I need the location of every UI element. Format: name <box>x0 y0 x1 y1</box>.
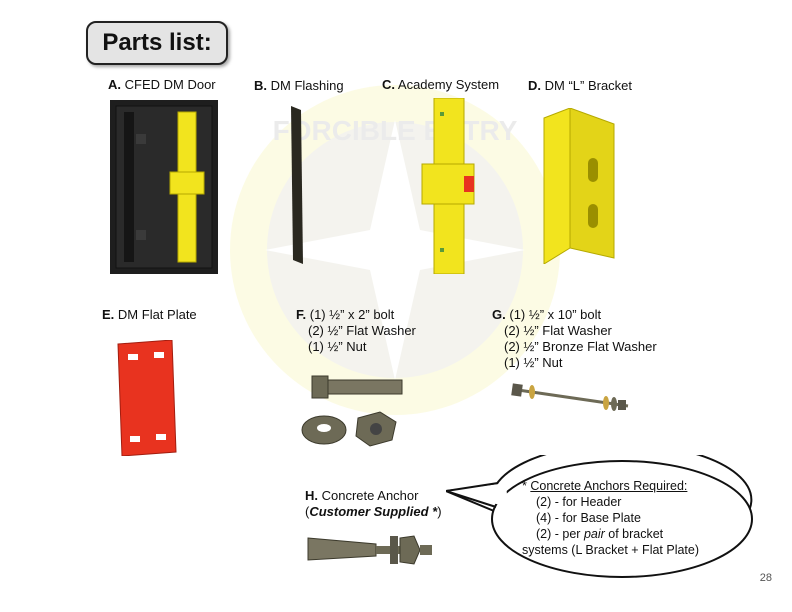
academy-system-image <box>421 98 475 274</box>
l-bracket-image <box>543 108 615 264</box>
callout-heading: Concrete Anchors Required: <box>530 479 688 493</box>
part-g-line-1: (2) ½” Flat Washer <box>504 323 612 338</box>
door-image <box>110 100 218 274</box>
callout-bubble <box>446 455 753 578</box>
page-number: 28 <box>759 572 772 584</box>
part-f-line-2: (1) ½” Nut <box>308 339 367 354</box>
callout-star: * <box>522 479 527 493</box>
part-c-name: Academy System <box>397 77 500 92</box>
part-d-name: DM “L” Bracket <box>544 78 633 93</box>
callout-line-3-em: pair <box>583 527 605 541</box>
part-h-label: H. Concrete Anchor (Customer Supplied *) <box>305 488 442 520</box>
part-g-line-3: (1) ½” Nut <box>504 355 563 370</box>
part-a-letter: A. <box>108 77 121 92</box>
part-e-name: DM Flat Plate <box>117 307 197 322</box>
concrete-anchor-image <box>307 535 432 565</box>
part-a-label: A. CFED DM Door <box>108 77 216 93</box>
part-c-letter: C. <box>382 77 395 92</box>
part-f-name: (1) ½” x 2” bolt <box>309 307 395 322</box>
callout-line-3-pre: (2) - per <box>536 527 584 541</box>
part-g-line-2: (2) ½” Bronze Flat Washer <box>504 339 657 354</box>
part-h-name: Concrete Anchor <box>321 488 419 503</box>
part-d-letter: D. <box>528 78 541 93</box>
callout-line-4: systems (L Bracket + Flat Plate) <box>522 543 700 557</box>
part-b-letter: B. <box>254 78 267 93</box>
part-e-letter: E. <box>102 307 115 322</box>
part-c-label: C. Academy System <box>382 77 499 93</box>
part-f-label: F. (1) ½” x 2” bolt (2) ½” Flat Washer (… <box>296 307 416 355</box>
page-title: Parts list: <box>86 21 228 65</box>
bolt-f-image <box>301 375 403 447</box>
flashing-image <box>291 106 303 264</box>
bolt-g-image <box>511 383 629 411</box>
callout-line-2: (4) - for Base Plate <box>536 511 641 525</box>
part-f-letter: F. <box>296 307 307 322</box>
part-e-label: E. DM Flat Plate <box>102 307 197 323</box>
watermark-text: FORCIBLE ENTRY <box>273 115 518 146</box>
flat-plate-image <box>117 340 177 456</box>
part-g-letter: G. <box>492 307 506 322</box>
part-h-note-open: ( <box>305 504 310 519</box>
callout-line-1: (2) - for Header <box>536 495 622 509</box>
callout-line-3-post: of bracket <box>604 527 664 541</box>
part-h-note: Customer Supplied * <box>309 504 438 519</box>
part-b-label: B. DM Flashing <box>254 78 344 94</box>
part-h-letter: H. <box>305 488 318 503</box>
part-g-name: (1) ½” x 10” bolt <box>509 307 602 322</box>
part-a-name: CFED DM Door <box>124 77 216 92</box>
part-b-name: DM Flashing <box>270 78 344 93</box>
part-f-line-1: (2) ½” Flat Washer <box>308 323 416 338</box>
part-d-label: D. DM “L” Bracket <box>528 78 632 94</box>
part-g-label: G. (1) ½” x 10” bolt (2) ½” Flat Washer … <box>492 307 657 371</box>
part-h-note-close: ) <box>437 504 442 519</box>
callout-text: * Concrete Anchors Required: (2) - for H… <box>508 478 699 558</box>
